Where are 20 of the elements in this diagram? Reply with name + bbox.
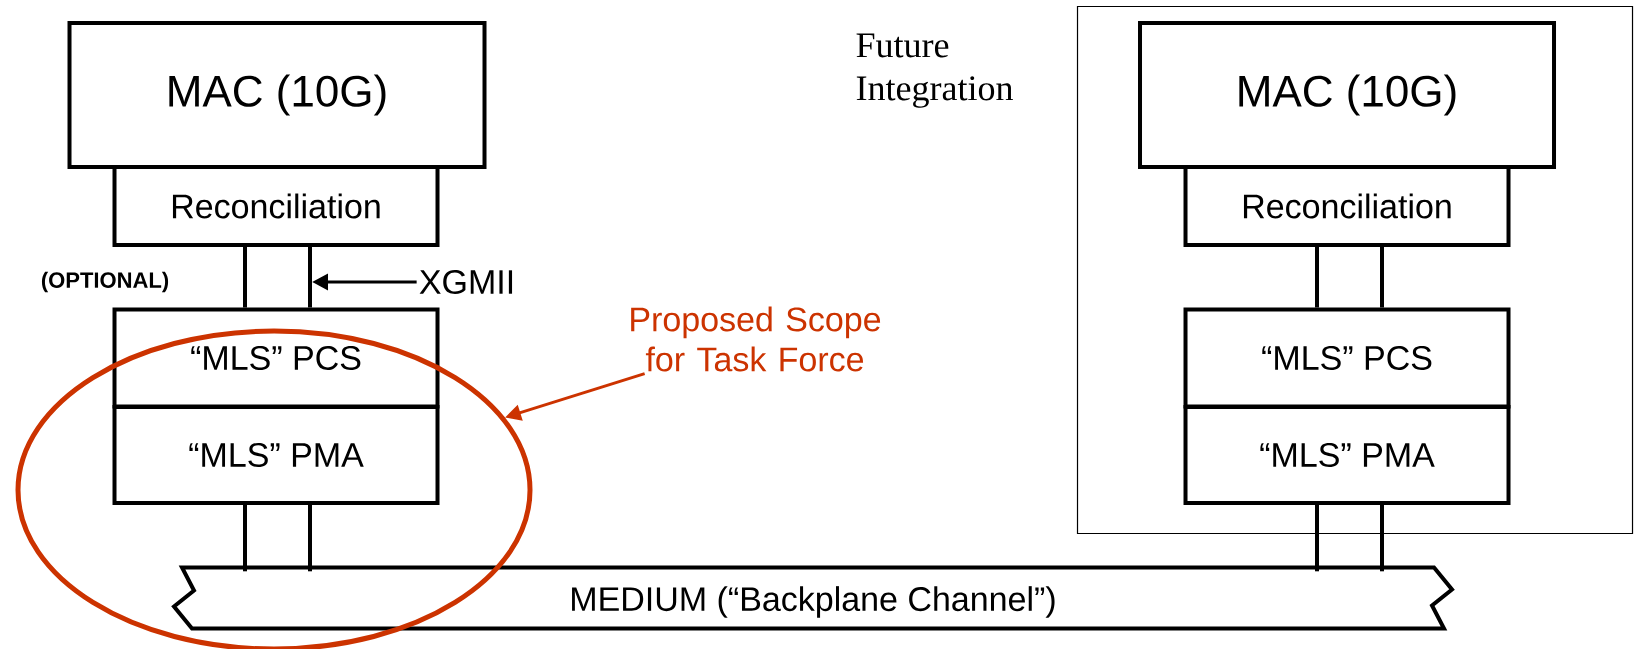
scope-label: Proposed Scope for Task Force <box>631 306 881 372</box>
frame-caption: Future Integration <box>856 33 1013 108</box>
connector-line <box>1315 505 1319 572</box>
layer-box: Reconciliation <box>1183 165 1511 247</box>
connector-line <box>1315 247 1319 308</box>
integration-frame <box>1076 5 1634 535</box>
interface-label: XGMII <box>419 269 513 295</box>
connector-line <box>243 247 247 308</box>
side-label: (OPTIONAL) <box>41 271 169 293</box>
connector-line <box>1380 247 1384 308</box>
connector-line <box>1380 505 1384 572</box>
layer-box: Reconciliation <box>112 165 440 247</box>
layer-box: “MLS” PMA <box>112 405 440 505</box>
layer-box: “MLS” PCS <box>112 307 440 409</box>
connector-line <box>308 505 312 572</box>
layer-box: “MLS” PCS <box>1183 307 1511 409</box>
medium-band: MEDIUM (“Backplane Channel”) <box>171 565 1455 631</box>
layer-box: “MLS” PMA <box>1183 405 1511 505</box>
connector-line <box>308 247 312 308</box>
connector-line <box>243 505 247 572</box>
